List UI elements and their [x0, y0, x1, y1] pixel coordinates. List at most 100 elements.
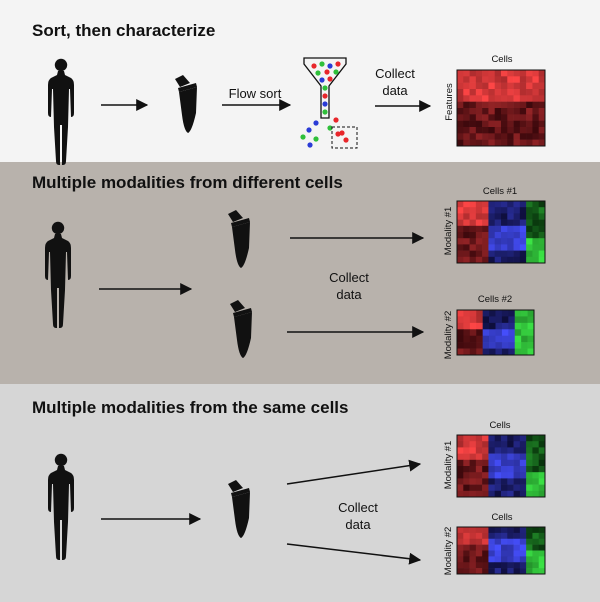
heatmap-cell — [482, 550, 489, 557]
heatmap-cell — [482, 342, 490, 349]
heatmap-cell — [519, 250, 527, 258]
cell-droplet — [313, 136, 319, 142]
heatmap-cell — [519, 538, 527, 545]
heatmap-cell — [457, 213, 464, 220]
heatmap-cell — [469, 544, 477, 551]
heatmap-cell — [463, 342, 471, 349]
cell-droplet — [335, 131, 341, 137]
heatmap-cell — [457, 310, 464, 317]
heatmap-cell — [488, 120, 496, 128]
heatmap-cell — [501, 232, 508, 239]
heatmap-cell — [513, 484, 521, 492]
collect-label-line1: Collect — [375, 66, 415, 81]
heatmap-cell — [488, 127, 496, 134]
heatmap-cell — [538, 108, 546, 115]
heatmap-cell — [507, 219, 514, 227]
heatmap-cell — [532, 101, 540, 109]
heatmap-cell — [513, 213, 521, 220]
heatmap-cell — [463, 95, 470, 102]
heatmap-cell — [469, 490, 477, 498]
heatmap-cell — [513, 544, 521, 551]
heatmap-cell — [519, 556, 527, 563]
heatmap-cell — [501, 527, 508, 534]
heatmap-cell — [488, 472, 496, 479]
data-matrix — [456, 309, 535, 356]
heatmap-cell — [469, 550, 477, 557]
heatmap-cell — [494, 219, 502, 227]
heatmap-cell — [513, 238, 521, 245]
heatmap-cell — [538, 127, 546, 134]
heatmap-cell — [475, 120, 483, 128]
heatmap-cell — [507, 459, 514, 467]
heatmap-cell — [507, 472, 514, 479]
collect-label-line2: data — [345, 517, 371, 532]
heatmap-cell — [488, 133, 496, 140]
heatmap-cell — [475, 435, 483, 442]
heatmap-cell — [507, 538, 514, 545]
heatmap-cell — [538, 453, 546, 461]
heatmap-cell — [538, 120, 546, 128]
matrix-row-label: Features — [444, 83, 455, 121]
heatmap-cell — [475, 478, 483, 485]
heatmap-cell — [526, 550, 533, 557]
heatmap-cell — [501, 133, 508, 140]
heatmap-cell — [482, 562, 489, 569]
heatmap-cell — [463, 120, 470, 128]
heatmap-cell — [532, 139, 540, 147]
heatmap-cell — [469, 256, 477, 264]
heatmap-cell — [501, 466, 508, 473]
heatmap-cell — [494, 544, 502, 551]
heatmap-cell — [526, 127, 533, 134]
heatmap-cell — [494, 472, 502, 479]
heatmap-cell — [526, 219, 533, 227]
heatmap-cell — [457, 82, 464, 90]
heatmap-cell — [519, 95, 527, 102]
heatmap-cell — [519, 139, 527, 147]
heatmap-cell — [488, 201, 496, 208]
heatmap-cell — [519, 213, 527, 220]
heatmap-cell — [526, 562, 533, 569]
heatmap-cell — [513, 556, 521, 563]
heatmap-cell — [519, 127, 527, 134]
cell-droplet — [322, 109, 328, 115]
heatmap-cell — [463, 225, 470, 233]
heatmap-cell — [494, 244, 502, 251]
heatmap-cell — [482, 201, 489, 208]
heatmap-cell — [457, 544, 464, 551]
heatmap-cell — [494, 76, 502, 83]
heatmap-cell — [501, 544, 508, 551]
collect-label-line1: Collect — [329, 270, 369, 285]
heatmap-cell — [532, 213, 540, 220]
heatmap-cell — [475, 95, 483, 102]
heatmap-cell — [519, 447, 527, 454]
heatmap-cell — [519, 238, 527, 245]
heatmap-cell — [513, 472, 521, 479]
heatmap-cell — [527, 348, 535, 356]
matrix-border — [456, 69, 546, 147]
person-icon — [48, 453, 74, 560]
heatmap-cell — [494, 256, 502, 264]
heatmap-cell — [513, 108, 521, 115]
cell-droplet — [327, 63, 333, 69]
heatmap-cell — [488, 256, 496, 264]
heatmap-cell — [519, 133, 527, 140]
heatmap-cell — [475, 89, 483, 96]
heatmap-cell — [507, 139, 514, 147]
heatmap-cell — [463, 76, 470, 83]
heatmap-cell — [457, 435, 464, 442]
arrow — [286, 459, 422, 485]
heatmap-cell — [538, 133, 546, 140]
heatmap-cell — [494, 70, 502, 77]
heatmap-cell — [494, 232, 502, 239]
matrix-col-label: Cells — [491, 512, 512, 523]
heatmap-cell — [469, 114, 477, 121]
heatmap-cell — [532, 490, 540, 498]
heatmap-cell — [513, 201, 521, 208]
heatmap-cell — [519, 232, 527, 239]
heatmap-cell — [475, 538, 483, 545]
heatmap-cell — [475, 472, 483, 479]
heatmap-cell — [469, 139, 477, 147]
heatmap-cell — [469, 133, 477, 140]
heatmap-cell — [463, 101, 470, 109]
